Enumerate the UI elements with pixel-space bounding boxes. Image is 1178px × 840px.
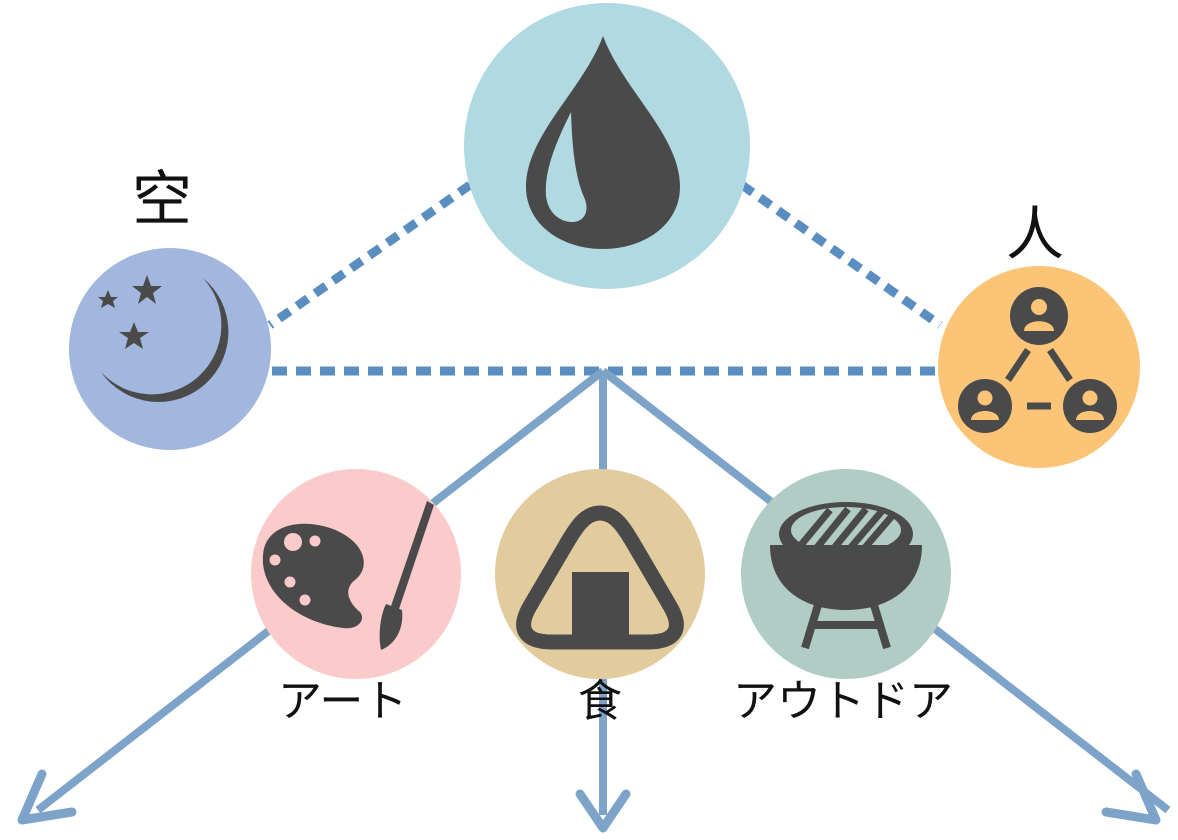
arrowhead-center [575,789,631,833]
people-network-icon [958,287,1117,433]
arrowhead-right [1101,769,1161,825]
node-food [495,469,705,679]
dotted-connectors [267,181,943,376]
node-people [938,266,1140,468]
connector-water-people [739,181,943,329]
bbq-grill-icon [770,502,922,650]
arrowhead-left [17,769,77,825]
palette-brush-icon [262,501,434,650]
connector-water-sky [267,181,473,329]
sky-circle [69,248,271,450]
label-people: 人 [1006,200,1065,268]
node-water [464,3,750,289]
moon-stars-icon [98,275,229,402]
label-food: 食 [578,676,622,727]
water-drop-icon [526,36,680,249]
label-art: アート [278,676,408,727]
node-art [251,469,461,679]
label-sky: 空 [132,165,192,235]
onigiri-icon [516,505,684,650]
node-sky [69,248,271,450]
label-outdoor: アウトドア [733,676,953,727]
node-outdoor [741,469,951,679]
